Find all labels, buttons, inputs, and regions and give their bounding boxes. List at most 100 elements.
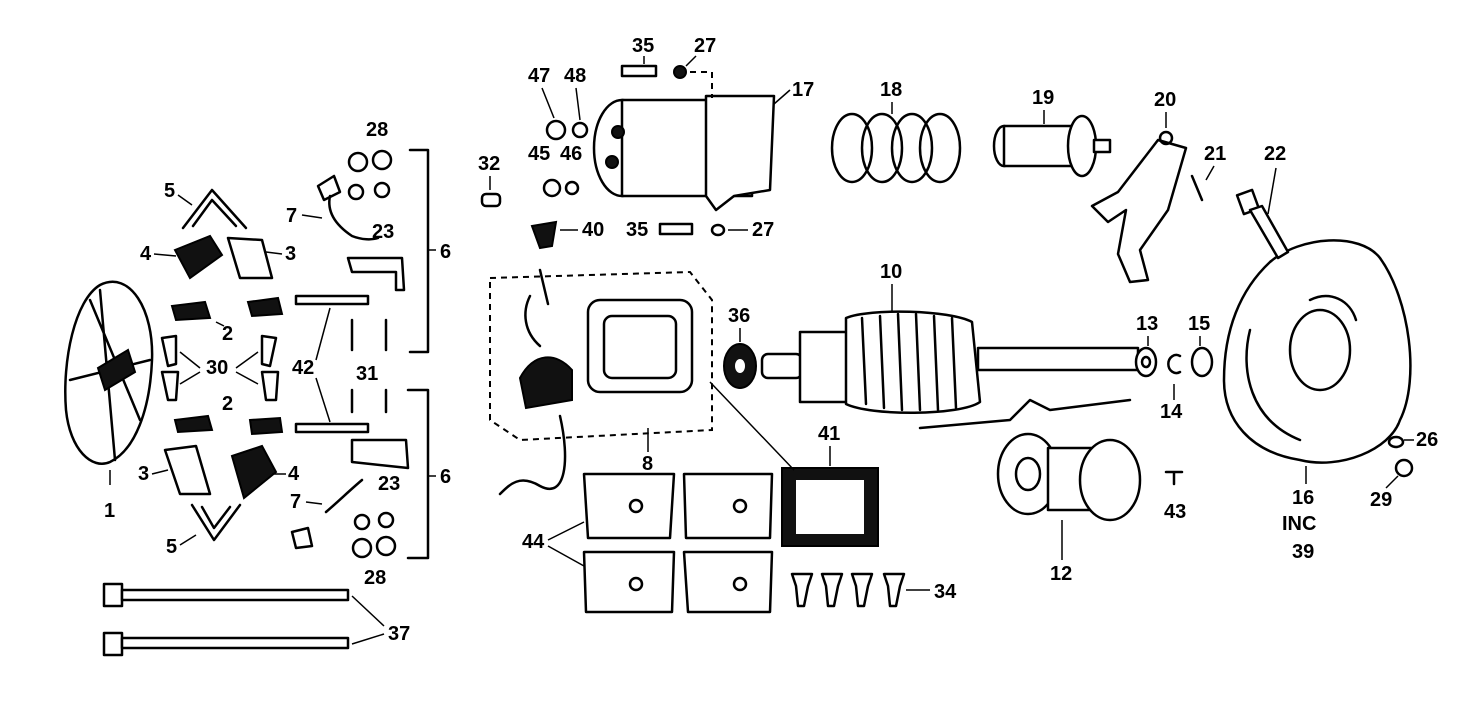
label-45: 45 bbox=[528, 143, 550, 165]
label-46: 46 bbox=[560, 143, 582, 165]
armature-10 bbox=[760, 310, 1140, 414]
label-28-lower: 28 bbox=[364, 567, 386, 589]
label-42: 42 bbox=[292, 357, 314, 379]
label-26: 26 bbox=[1416, 429, 1438, 451]
through-bolts-37 bbox=[102, 582, 350, 657]
pin-21 bbox=[1190, 174, 1204, 202]
label-36: 36 bbox=[728, 305, 750, 327]
label-4-upper: 4 bbox=[140, 243, 152, 265]
label-27-bottom: 27 bbox=[752, 219, 774, 241]
label-18: 18 bbox=[880, 79, 902, 101]
label-16-inc: INC bbox=[1282, 513, 1316, 535]
bracket-6-upper bbox=[408, 148, 430, 354]
plunger-19 bbox=[992, 114, 1112, 178]
label-23-lower: 23 bbox=[378, 473, 400, 495]
label-10: 10 bbox=[880, 261, 902, 283]
washer-46 bbox=[564, 180, 580, 196]
label-30: 30 bbox=[206, 357, 228, 379]
spring-18 bbox=[830, 112, 962, 184]
label-3-upper: 3 bbox=[285, 243, 296, 265]
label-41: 41 bbox=[818, 423, 840, 445]
label-14: 14 bbox=[1160, 401, 1183, 423]
label-37: 37 bbox=[388, 623, 410, 645]
label-4-lower: 4 bbox=[288, 463, 300, 485]
nuts-28-lower bbox=[351, 511, 397, 559]
label-15: 15 bbox=[1188, 313, 1210, 335]
label-8: 8 bbox=[642, 453, 653, 475]
label-19: 19 bbox=[1032, 87, 1054, 109]
armature-bracket bbox=[918, 398, 1132, 430]
label-43: 43 bbox=[1164, 501, 1186, 523]
brush-spring-5-lower bbox=[190, 503, 242, 542]
lead-7-upper bbox=[316, 174, 406, 292]
label-32: 32 bbox=[478, 153, 500, 175]
label-20: 20 bbox=[1154, 89, 1176, 111]
label-7-upper: 7 bbox=[286, 205, 297, 227]
washer-27-top bbox=[673, 65, 687, 79]
label-35-top: 35 bbox=[632, 35, 654, 57]
field-coil-assembly bbox=[489, 268, 713, 496]
pins-42 bbox=[294, 294, 370, 434]
screw-35-bottom bbox=[658, 222, 694, 236]
bolt-22 bbox=[1235, 188, 1290, 260]
brush-spring-5-upper bbox=[181, 188, 248, 230]
washer-27-bottom bbox=[710, 223, 726, 237]
washer-36 bbox=[723, 343, 757, 389]
key-43 bbox=[1164, 470, 1184, 486]
label-48: 48 bbox=[564, 65, 586, 87]
screws-31 bbox=[350, 318, 388, 414]
spring-2-upper bbox=[170, 296, 284, 322]
drive-housing-16 bbox=[1222, 239, 1412, 464]
spring-2-lower bbox=[173, 414, 284, 436]
nut-29 bbox=[1394, 458, 1414, 478]
label-2-upper: 2 bbox=[222, 323, 233, 345]
label-13: 13 bbox=[1136, 313, 1158, 335]
label-34: 34 bbox=[934, 581, 957, 603]
brush-4-lower bbox=[163, 444, 278, 500]
label-35-bottom: 35 bbox=[626, 219, 648, 241]
solenoid-17 bbox=[592, 94, 776, 212]
bracket-6-lower bbox=[406, 388, 430, 560]
screw-35-top bbox=[620, 64, 658, 78]
screws-34 bbox=[790, 572, 906, 608]
drive-assembly-12 bbox=[996, 432, 1142, 522]
label-1: 1 bbox=[104, 500, 115, 522]
end-plate-part bbox=[64, 280, 154, 465]
label-40: 40 bbox=[582, 219, 604, 241]
pole-shoes-44 bbox=[582, 472, 774, 614]
nuts-28-upper bbox=[347, 149, 393, 201]
label-6-upper: 6 bbox=[440, 241, 451, 263]
label-23-upper: 23 bbox=[372, 221, 394, 243]
label-3-lower: 3 bbox=[138, 463, 149, 485]
label-21: 21 bbox=[1204, 143, 1226, 165]
screws-30 bbox=[160, 334, 280, 402]
brush-4-upper bbox=[173, 234, 274, 280]
label-27-top: 27 bbox=[694, 35, 716, 57]
label-2-lower: 2 bbox=[222, 393, 233, 415]
label-7-lower: 7 bbox=[290, 491, 301, 513]
washer-13 bbox=[1134, 346, 1158, 378]
boot-40 bbox=[530, 220, 558, 250]
shift-lever-20 bbox=[1090, 130, 1188, 284]
label-16: 16 bbox=[1292, 487, 1314, 509]
label-5-upper: 5 bbox=[164, 180, 175, 202]
lead-7-lower bbox=[290, 438, 410, 550]
washer-15 bbox=[1190, 346, 1214, 378]
label-44: 44 bbox=[522, 531, 545, 553]
nut-47 bbox=[545, 119, 567, 141]
gasket-41 bbox=[781, 467, 879, 547]
label-5-lower: 5 bbox=[166, 536, 177, 558]
nut-45 bbox=[542, 178, 562, 198]
label-28-upper: 28 bbox=[366, 119, 388, 141]
label-47: 47 bbox=[528, 65, 550, 87]
label-29: 29 bbox=[1370, 489, 1392, 511]
washer-48 bbox=[571, 121, 589, 139]
label-22: 22 bbox=[1264, 143, 1286, 165]
label-17: 17 bbox=[792, 79, 814, 101]
label-6-lower: 6 bbox=[440, 466, 451, 488]
screw-32 bbox=[480, 192, 502, 208]
snap-ring-14 bbox=[1167, 353, 1182, 375]
label-39: 39 bbox=[1292, 541, 1314, 563]
washer-26 bbox=[1387, 435, 1405, 449]
